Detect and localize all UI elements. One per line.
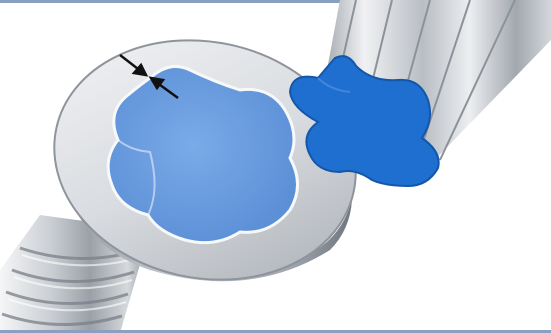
screw-bit-illustration <box>0 0 551 333</box>
illustration-canvas <box>0 0 551 333</box>
